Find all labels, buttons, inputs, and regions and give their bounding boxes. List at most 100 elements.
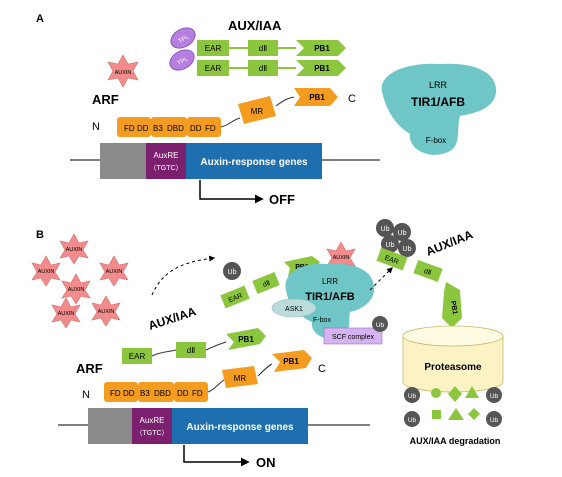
dbd-label-a: DBD	[167, 124, 184, 133]
mr-domain-b	[222, 366, 258, 388]
auxin-label-bound: AUXIN	[333, 255, 350, 261]
dd-label-a2: DD	[190, 124, 202, 133]
dd-fd-domain-a	[187, 117, 221, 137]
fd-label-b2: FD	[192, 389, 203, 398]
promoter-region-b	[88, 408, 132, 444]
d2-label-b-low: dⅡ	[187, 346, 195, 355]
ear-label-b-low: EAR	[129, 352, 146, 361]
ear-domain-b-ub	[376, 247, 408, 271]
tpl-label-1: TPL	[178, 34, 191, 45]
arf-label-a: ARF	[92, 92, 119, 107]
fd-label-a2: FD	[205, 124, 216, 133]
ear-label-a2: EAR	[205, 64, 222, 73]
ear-label-b-top: EAR	[228, 292, 244, 304]
ub-label-1: Ub	[228, 269, 237, 276]
auxin-label-b2: AUXIN	[38, 269, 55, 275]
lrr-label-a: LRR	[429, 80, 448, 90]
b3-dbd-domain-b	[138, 382, 174, 402]
degradation-label: AUX/IAA degradation	[410, 436, 501, 446]
d2-domain-a1	[248, 40, 278, 56]
fbox-label-b: F-box	[313, 317, 331, 324]
b3-label-b: B3	[140, 389, 150, 398]
ub-chain: Ub Ub Ub Ub	[376, 219, 416, 257]
mr-domain-a	[238, 96, 276, 124]
pb1-domain-b-ub	[442, 282, 462, 328]
ub-free-label-1: Ub	[408, 393, 417, 400]
fbox-label-a: F-box	[426, 136, 446, 145]
ear-domain-a1	[197, 40, 229, 56]
pb1-label-a2: PB1	[314, 64, 330, 73]
auxin-label-b5: AUXIN	[58, 311, 75, 317]
n-terminus-a: N	[92, 121, 100, 133]
ub-free-label-2: Ub	[490, 393, 499, 400]
tir1-afb-receptor-b	[285, 263, 375, 340]
auxin-cluster: AUXIN AUXIN AUXIN AUXIN AUXIN AUXIN	[31, 233, 129, 329]
aux-iaa-label-right: AUX/IAA	[424, 227, 475, 259]
degradation-products: Ub Ub Ub Ub	[404, 386, 502, 427]
ub-free-label-4: Ub	[490, 417, 499, 424]
pb1-arf-label-b: PB1	[283, 357, 299, 366]
tpl-protein-1: TPL	[170, 27, 196, 49]
pb1-label-b-low: PB1	[238, 335, 254, 344]
d2-domain-b-low	[176, 342, 206, 358]
dd-label-b2: DD	[177, 389, 189, 398]
tir1-label-a: TIR1/AFB	[411, 95, 465, 109]
ub-tag-1: Ub	[223, 262, 241, 280]
auxin-label-b3: AUXIN	[106, 269, 123, 275]
pb1-arf-label-a: PB1	[309, 93, 325, 102]
ub-chain-label-2: Ub	[398, 230, 407, 237]
auxin-response-genes-a	[186, 143, 322, 179]
mr-label-b: MR	[234, 374, 247, 383]
ask1-label: ASK1	[285, 306, 303, 313]
b3-label-a: B3	[153, 124, 163, 133]
promoter-region-a	[100, 143, 146, 179]
ear-domain-a2	[197, 60, 229, 76]
tir1-afb-receptor-a	[381, 63, 497, 155]
auxin-response-genes-b	[172, 408, 308, 444]
dd-label-b1: DD	[123, 389, 135, 398]
pb1-label-a1: PB1	[314, 44, 330, 53]
ub-chain-label-3: Ub	[386, 242, 395, 249]
ub-chain-label-1: Ub	[381, 226, 390, 233]
ub-tag-scf: Ub	[372, 316, 388, 332]
panel-b-label: B	[36, 229, 44, 241]
genes-label-a: Auxin-response genes	[200, 157, 308, 168]
pb1-label-b-ub: PB1	[449, 300, 458, 315]
auxre-element-b	[132, 408, 172, 444]
ub-free-label-3: Ub	[408, 417, 417, 424]
panel-a-label: A	[36, 13, 44, 25]
pb1-domain-a1	[296, 40, 346, 56]
fd-label-a1: FD	[124, 124, 135, 133]
scf-label: SCF complex	[332, 334, 375, 341]
d2-domain-b-ub	[413, 259, 443, 283]
aux-iaa-label-b: AUX/IAA	[147, 304, 199, 333]
mr-label-a: MR	[251, 107, 264, 116]
auxin-label-b6: AUXIN	[98, 309, 115, 315]
b3-dbd-domain-a	[151, 117, 187, 137]
pb1-arf-domain-a	[294, 88, 338, 106]
ear-label-b-ub: EAR	[384, 255, 400, 267]
aux-iaa-title: AUX/IAA	[228, 18, 282, 33]
ub-label-scf: Ub	[376, 322, 385, 329]
fd-dd-domain-a	[117, 117, 151, 137]
auxin-label-a: AUXIN	[115, 70, 132, 76]
off-label: OFF	[269, 192, 295, 207]
auxin-star-a: AUXIN	[107, 54, 139, 88]
tgtc-label-b: （TGTC）	[135, 429, 168, 437]
d2-label-a2: dⅡ	[259, 64, 267, 73]
dd-fd-domain-b	[174, 382, 208, 402]
c-terminus-a: C	[348, 93, 356, 105]
proteasome: Proteasome	[402, 325, 504, 393]
tpl-protein-2: TPL	[169, 49, 195, 71]
c-terminus-b: C	[318, 363, 326, 375]
arf-label-b: ARF	[76, 361, 103, 376]
d2-label-b-ub: dⅡ	[423, 268, 432, 277]
dbd-label-b: DBD	[154, 389, 171, 398]
d2-domain-b-top	[252, 272, 280, 294]
ear-domain-b-low	[122, 348, 152, 364]
aux-iaa-ubiquitinated: EAR dⅡ PB1	[376, 247, 462, 328]
pb1-domain-a2	[296, 60, 346, 76]
fd-dd-domain-b	[104, 382, 138, 402]
ub-chain-label-4: Ub	[403, 246, 412, 253]
d2-label-a1: dⅡ	[259, 44, 267, 53]
